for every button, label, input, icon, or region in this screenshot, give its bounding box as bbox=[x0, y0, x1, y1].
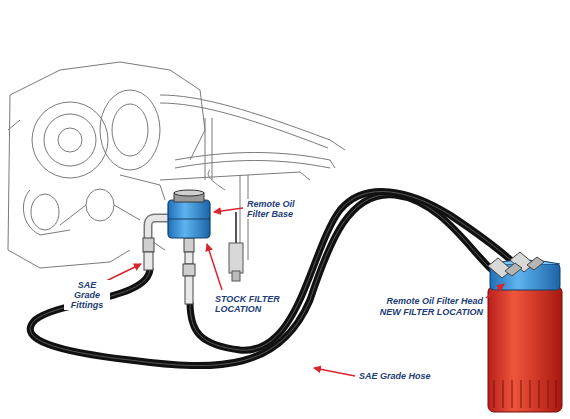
remote-filter-base bbox=[168, 190, 210, 238]
sae-hoses bbox=[30, 191, 515, 365]
part-label: NEW FILTER LOCATION bbox=[379, 307, 484, 317]
part-label: SAE Grade Fittings bbox=[64, 280, 110, 310]
leader-arrows bbox=[104, 208, 504, 376]
part-label: Remote Oil Filter Head bbox=[385, 296, 484, 306]
part-label: STOCK FILTER LOCATION bbox=[214, 294, 286, 314]
part-label: SAE Grade Hose bbox=[358, 371, 432, 381]
engine-outline bbox=[8, 62, 345, 268]
part-label: Remote Oil Filter Base bbox=[246, 199, 304, 219]
stock-filter-stub bbox=[229, 212, 243, 281]
remote-filter bbox=[488, 252, 562, 412]
